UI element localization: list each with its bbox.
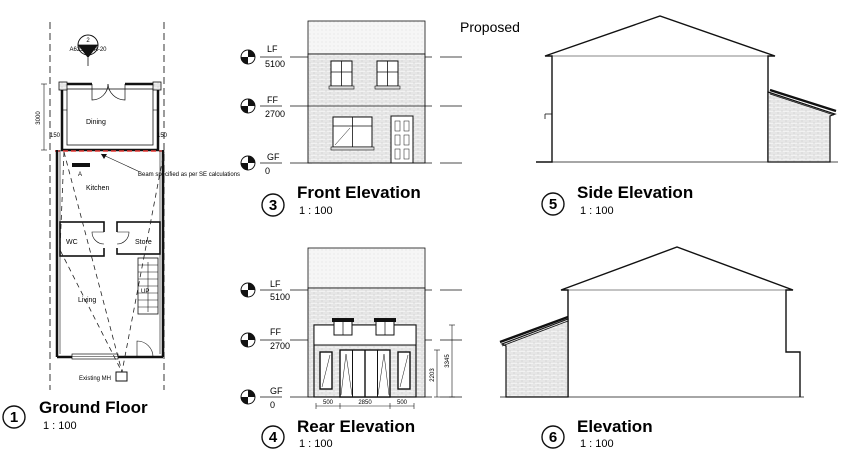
view-title-side-elevation: Side Elevation: [577, 183, 693, 202]
rear-elevation: 2203 3345 500 2850 500 LF 5100 FF 2700: [240, 247, 470, 450]
svg-text:LF: LF: [270, 279, 281, 289]
stair: [137, 257, 159, 315]
elevation-house-outline: [560, 246, 801, 397]
store-door: [116, 231, 130, 245]
manhole-label: Existing MH: [79, 376, 111, 382]
column-tag: A: [78, 172, 82, 178]
rear-roof: [307, 247, 426, 289]
dim-right: 150: [157, 133, 168, 139]
drain-run: [63, 151, 165, 373]
wc-door: [91, 231, 105, 245]
level-marker-gf-front: GF 0: [240, 152, 280, 176]
rear-dim-right: 500: [397, 400, 408, 406]
svg-text:GF: GF: [270, 386, 283, 396]
level-marker-gf-rear: GF 0: [240, 386, 283, 410]
svg-text:0: 0: [265, 166, 270, 176]
svg-text:FF: FF: [267, 95, 278, 105]
room-label-store: Store: [135, 239, 152, 246]
room-label-wc: WC: [66, 239, 78, 246]
extension-inner-wall: [66, 88, 154, 146]
level-marker-lf-front: LF 5100: [240, 44, 285, 69]
view-number-5: 5: [549, 196, 557, 213]
svg-text:5100: 5100: [265, 59, 285, 69]
view-number-3: 3: [269, 197, 277, 214]
view-scale-front-elevation: 1 : 100: [299, 205, 333, 217]
section-marker: 2 A625HS-A-20: [69, 34, 107, 66]
beam-column: [72, 163, 90, 167]
front-roof: [307, 20, 426, 55]
front-door: [390, 115, 414, 164]
dim-depth: 3000: [36, 111, 42, 125]
proposed-label: Proposed: [460, 19, 520, 35]
store-walls: [116, 221, 161, 255]
view-scale-side-elevation: 1 : 100: [580, 205, 614, 217]
svg-text:LF: LF: [267, 44, 278, 54]
svg-text:2700: 2700: [270, 341, 290, 351]
french-door-right: [107, 83, 126, 101]
svg-text:2700: 2700: [265, 109, 285, 119]
ground-floor-plan: 2 A625HS-A-20 Dining 3000 150 150 A Beam…: [2, 22, 240, 432]
view-title-rear-elevation: Rear Elevation: [297, 417, 415, 436]
view-scale-elevation: 1 : 100: [580, 438, 614, 450]
rear-dim-middle: 2850: [358, 400, 372, 406]
view-number-4: 4: [269, 429, 278, 446]
level-marker-lf-rear: LF 5100: [240, 279, 290, 302]
view-title-ground-floor: Ground Floor: [39, 398, 148, 417]
svg-text:GF: GF: [267, 152, 280, 162]
svg-text:FF: FF: [270, 327, 281, 337]
side-elevation: 5 Side Elevation 1 : 100: [536, 15, 838, 217]
dim-left: 150: [50, 133, 61, 139]
view-scale-ground-floor: 1 : 100: [43, 420, 77, 432]
elevation-6: 6 Elevation 1 : 100: [499, 246, 804, 450]
view-title-front-elevation: Front Elevation: [297, 183, 421, 202]
side-house-outline: [536, 15, 776, 163]
french-door-left: [91, 83, 109, 101]
room-label-kitchen: Kitchen: [86, 185, 109, 192]
view-title-elevation: Elevation: [577, 417, 653, 436]
section-marker-number: 2: [86, 38, 90, 44]
room-label-living: Living: [78, 297, 96, 304]
side-extension: [767, 91, 837, 163]
level-marker-ff-front: FF 2700: [240, 95, 285, 119]
view-scale-rear-elevation: 1 : 100: [299, 438, 333, 450]
manhole: [115, 371, 128, 382]
rear-dim-height-inner: 2203: [430, 368, 436, 382]
room-label-dining: Dining: [86, 119, 106, 126]
beam-note: Beam specified as per SE calculations: [138, 172, 240, 178]
rear-dim-height-outer: 3345: [445, 354, 451, 368]
svg-text:5100: 5100: [270, 292, 290, 302]
view-number-6: 6: [549, 429, 557, 446]
extension-outer-wall: [60, 82, 160, 152]
svg-text:0: 0: [270, 400, 275, 410]
front-elevation: LF 5100 FF 2700 GF 0 3 Front Elevation 1…: [240, 20, 470, 217]
elevation-extension: [500, 318, 569, 398]
level-marker-ff-rear: FF 2700: [240, 327, 290, 351]
view-number-1: 1: [10, 409, 18, 426]
stair-up-label: UP: [141, 289, 149, 295]
rear-dim-left: 500: [323, 400, 334, 406]
